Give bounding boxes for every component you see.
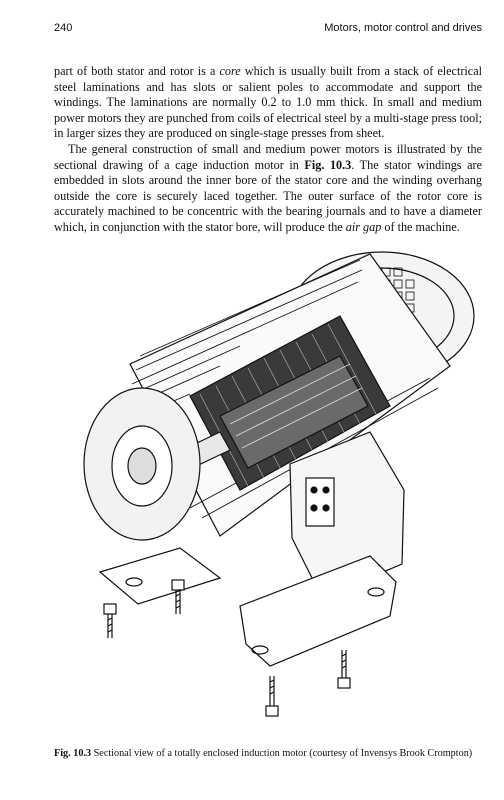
foot-mount-hole bbox=[367, 587, 385, 597]
terminal-stud bbox=[310, 486, 318, 494]
terminal-stud bbox=[322, 504, 330, 512]
terminal-stud bbox=[310, 504, 318, 512]
paragraph-1-text-b: which is usually built from a stack of e… bbox=[54, 64, 482, 141]
terminal-block bbox=[305, 477, 335, 527]
foot-mount-hole bbox=[125, 577, 143, 587]
paragraph-2-text-c: of the machine. bbox=[381, 219, 460, 234]
paragraph-2-text-a: The general construction of small and me… bbox=[54, 141, 482, 172]
mounting-bolt bbox=[171, 579, 185, 614]
paragraph-2: The general construction of small and me… bbox=[54, 142, 482, 236]
rear-foot bbox=[239, 555, 397, 667]
figure-caption-text: Sectional view of a totally enclosed ind… bbox=[91, 748, 473, 759]
paragraph-1-text-a: part of both stator and rotor is a bbox=[54, 64, 220, 78]
terminal-stud bbox=[322, 486, 330, 494]
paragraph-2-text-b: . The stator windings are embedded in sl… bbox=[54, 157, 483, 234]
page-header: 240 Motors, motor control and drives bbox=[54, 22, 482, 36]
page-number: 240 bbox=[54, 22, 73, 34]
paragraph-1-emphasis: core bbox=[219, 64, 241, 78]
paragraph-2-emphasis: air gap bbox=[345, 219, 382, 234]
body-text: part of both stator and rotor is a core … bbox=[54, 64, 482, 236]
rotor-bars bbox=[229, 363, 363, 449]
figure-caption: Fig. 10.3 Sectional view of a totally en… bbox=[54, 748, 484, 759]
terminal-box bbox=[289, 431, 405, 599]
foot-mount-hole bbox=[251, 645, 269, 655]
running-title: Motors, motor control and drives bbox=[324, 22, 482, 34]
motor-sectional-illustration bbox=[83, 251, 475, 717]
mounting-bolt bbox=[337, 650, 351, 689]
mounting-bolt bbox=[265, 676, 279, 717]
bearing bbox=[127, 447, 157, 485]
paragraph-1: part of both stator and rotor is a core … bbox=[54, 64, 482, 142]
rotor-core bbox=[219, 355, 369, 469]
figure-label: Fig. 10.3 bbox=[54, 748, 92, 759]
mounting-bolt bbox=[103, 603, 117, 638]
figure-reference: Fig. 10.3 bbox=[304, 157, 352, 172]
front-foot bbox=[98, 547, 222, 605]
